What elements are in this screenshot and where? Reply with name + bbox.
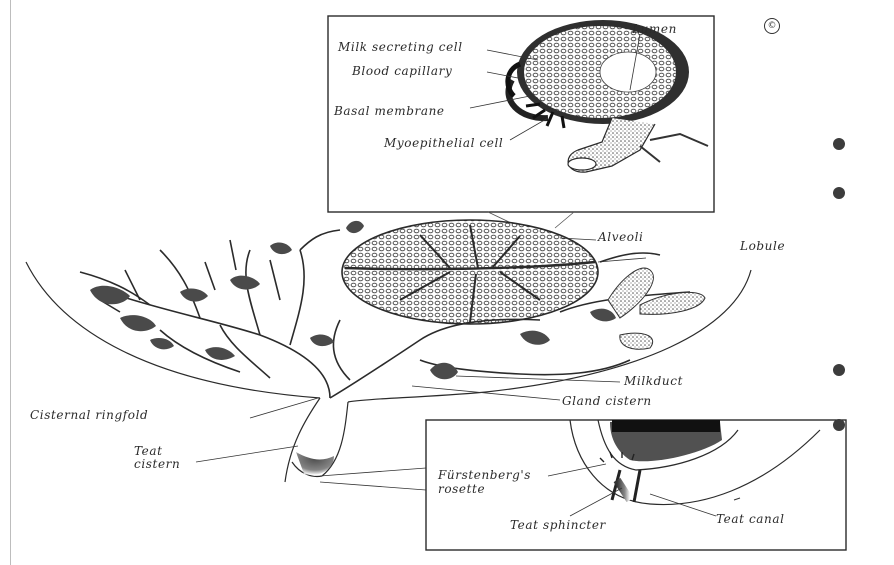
label-teat-cistern-line2: cistern [134, 457, 180, 471]
label-gland-cistern: Gland cistern [562, 394, 652, 408]
label-lobule: Lobule [740, 239, 785, 253]
label-lumen: Lumen [632, 22, 677, 36]
main-leader-lines [196, 376, 620, 490]
label-alveoli: Alveoli [598, 230, 644, 244]
label-furstenberg-rosette-line1: Fürstenberg's [438, 468, 531, 482]
label-myoepithelial-cell: Myoepithelial cell [384, 136, 503, 150]
teat-canal-inset-box [426, 420, 846, 550]
label-furstenberg-rosette-line2: rosette [438, 482, 485, 496]
label-milkduct: Milkduct [624, 374, 683, 388]
label-teat-canal: Teat canal [716, 512, 785, 526]
binder-hole-dot [833, 138, 845, 150]
label-blood-capillary: Blood capillary [352, 64, 452, 78]
label-teat-sphincter: Teat sphincter [510, 518, 606, 532]
label-basal-membrane: Basal membrane [334, 104, 445, 118]
label-cisternal-ringfold: Cisternal ringfold [30, 408, 148, 422]
binder-hole-dot [833, 187, 845, 199]
label-milk-secreting-cell: Milk secreting cell [338, 40, 463, 54]
binder-hole-dot [833, 419, 845, 431]
binder-hole-dot [833, 364, 845, 376]
label-teat-cistern-line1: Teat [134, 444, 163, 458]
copyright-symbol: © [764, 18, 780, 34]
